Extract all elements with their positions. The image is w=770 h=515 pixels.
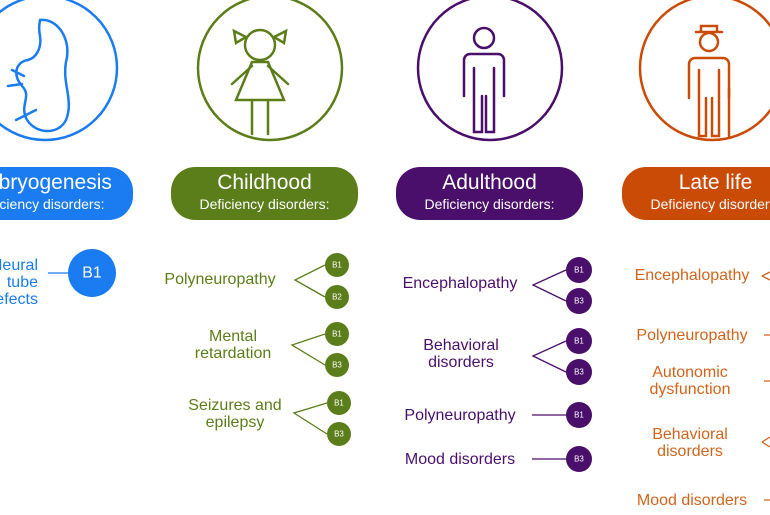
svg-text:B1: B1 [332, 261, 342, 270]
svg-text:B2: B2 [332, 293, 342, 302]
embryo-icon-circle [0, 0, 119, 142]
man-icon-circle [416, 0, 564, 142]
vitamin-badge: B1 [566, 328, 592, 354]
disorder-label: Behavioral disorders [423, 337, 499, 371]
svg-text:B1: B1 [332, 330, 342, 339]
disorder-label: Autonomic dysfunction [649, 364, 731, 398]
vitamin-badge: B2 [325, 285, 349, 309]
disorder-label: Seizures and epilepsy [188, 397, 282, 431]
vitamin-badge: B3 [566, 359, 592, 385]
elderly-man-icon [687, 24, 731, 138]
vitamin-badge: B1 [327, 391, 351, 415]
stage-header-embryogenesis: Embryogenesis Deficiency disorders: [0, 167, 133, 220]
stage-header-childhood: Childhood Deficiency disorders: [171, 167, 358, 220]
svg-text:B3: B3 [332, 361, 342, 370]
svg-text:B3: B3 [334, 430, 344, 439]
disorder-label: Neural tube defects [0, 257, 38, 308]
stage-title: Childhood [217, 171, 312, 194]
stage-subtitle: Deficiency disorders: [0, 196, 105, 212]
stage-title: Embryogenesis [0, 171, 112, 194]
disorder-label: Mood disorders [404, 451, 516, 468]
elderly-man-icon-circle [638, 0, 770, 142]
embryo-icon [6, 18, 71, 133]
disorder-label: Polyneuropathy [164, 271, 276, 288]
svg-text:B3: B3 [574, 455, 584, 464]
svg-text:B1: B1 [574, 411, 584, 420]
vitamin-badge: B3 [325, 353, 349, 377]
svg-text:B1: B1 [574, 337, 584, 346]
stage-title: Adulthood [442, 171, 537, 194]
svg-text:B3: B3 [574, 297, 584, 306]
disorder-label: Polyneuropathy [404, 407, 516, 424]
vitamin-badge: B3 [327, 422, 351, 446]
vitamin-badge: B1 [566, 257, 592, 283]
svg-text:B1: B1 [574, 266, 584, 275]
girl-icon-circle [196, 0, 344, 142]
girl-icon [230, 28, 290, 136]
disorder-label: Mental retardation [194, 328, 272, 362]
vitamin-badge: B3 [566, 288, 592, 314]
vitamin-badge: B3 [566, 446, 592, 472]
stage-subtitle: Deficiency disorders: [199, 196, 330, 212]
stage-subtitle: Deficiency disorders: [650, 196, 770, 212]
man-icon [462, 26, 506, 134]
svg-text:B1: B1 [82, 265, 102, 282]
svg-text:B3: B3 [574, 368, 584, 377]
disorder-label: Behavioral disorders [652, 426, 728, 460]
stage-header-late-life: Late life Deficiency disorders: [622, 167, 770, 220]
disorder-label: Polyneuropathy [636, 327, 748, 344]
stage-header-adulthood: Adulthood Deficiency disorders: [396, 167, 583, 220]
svg-text:B1: B1 [334, 399, 344, 408]
vitamin-badge: B1 [325, 253, 349, 277]
disorder-label: Encephalopathy [634, 267, 750, 284]
stage-title: Late life [678, 171, 753, 194]
vitamin-badge: B1 [325, 322, 349, 346]
disorder-label: Mood disorders [636, 492, 748, 509]
stage-subtitle: Deficiency disorders: [424, 196, 555, 212]
disorder-label: Encephalopathy [402, 275, 518, 292]
vitamin-badge: B1 [68, 249, 116, 297]
vitamin-badge: B1 [566, 402, 592, 428]
